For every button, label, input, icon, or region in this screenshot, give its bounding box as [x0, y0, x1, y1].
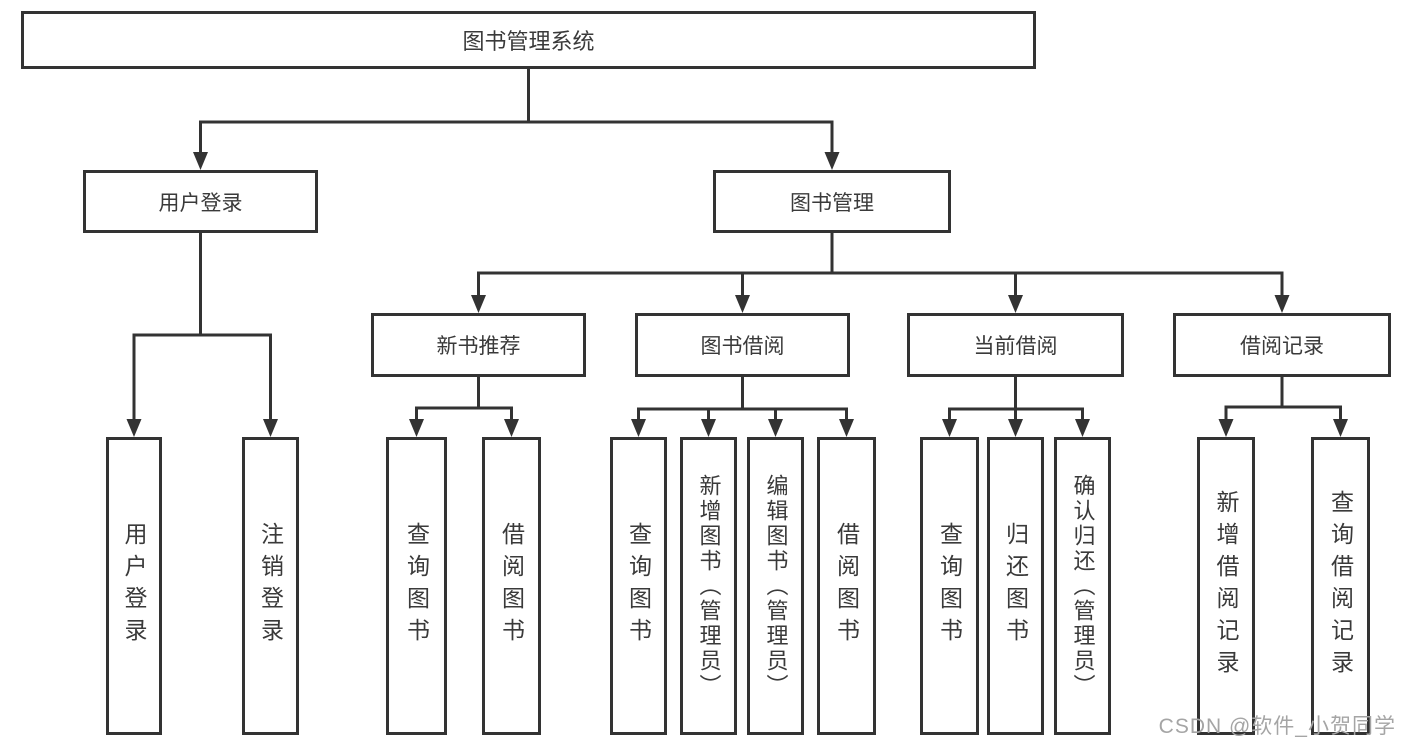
leaf-logout: 注销登录	[242, 437, 299, 735]
leaf-borrowing-borrow-books: 借阅图书	[817, 437, 876, 735]
node-book-management: 图书管理	[713, 170, 951, 233]
leaf-user-login: 用户登录	[106, 437, 162, 735]
leaf-borrowing-add-books-admin: 新增图书（管理员）	[680, 437, 737, 735]
leaf-records-query-borrow-record: 查询借阅记录	[1311, 437, 1370, 735]
leaf-current-confirm-return-admin: 确认归还（管理员）	[1054, 437, 1111, 735]
leaf-borrowing-edit-books-admin: 编辑图书（管理员）	[747, 437, 804, 735]
leaf-borrowing-query-books: 查询图书	[610, 437, 667, 735]
leaf-newbook-query-books: 查询图书	[386, 437, 447, 735]
leaf-records-add-borrow-record: 新增借阅记录	[1197, 437, 1255, 735]
node-user-login: 用户登录	[83, 170, 318, 233]
leaf-current-query-books: 查询图书	[920, 437, 979, 735]
csdn-watermark: CSDN @软件_小贺同学	[1158, 715, 1396, 738]
node-borrowing-records: 借阅记录	[1173, 313, 1391, 377]
node-new-book-recommendation: 新书推荐	[371, 313, 586, 377]
leaf-newbook-borrow-books: 借阅图书	[482, 437, 541, 735]
node-library-management-system: 图书管理系统	[21, 11, 1036, 69]
node-book-borrowing: 图书借阅	[635, 313, 850, 377]
node-current-borrowing: 当前借阅	[907, 313, 1124, 377]
leaf-current-return-books: 归还图书	[987, 437, 1044, 735]
